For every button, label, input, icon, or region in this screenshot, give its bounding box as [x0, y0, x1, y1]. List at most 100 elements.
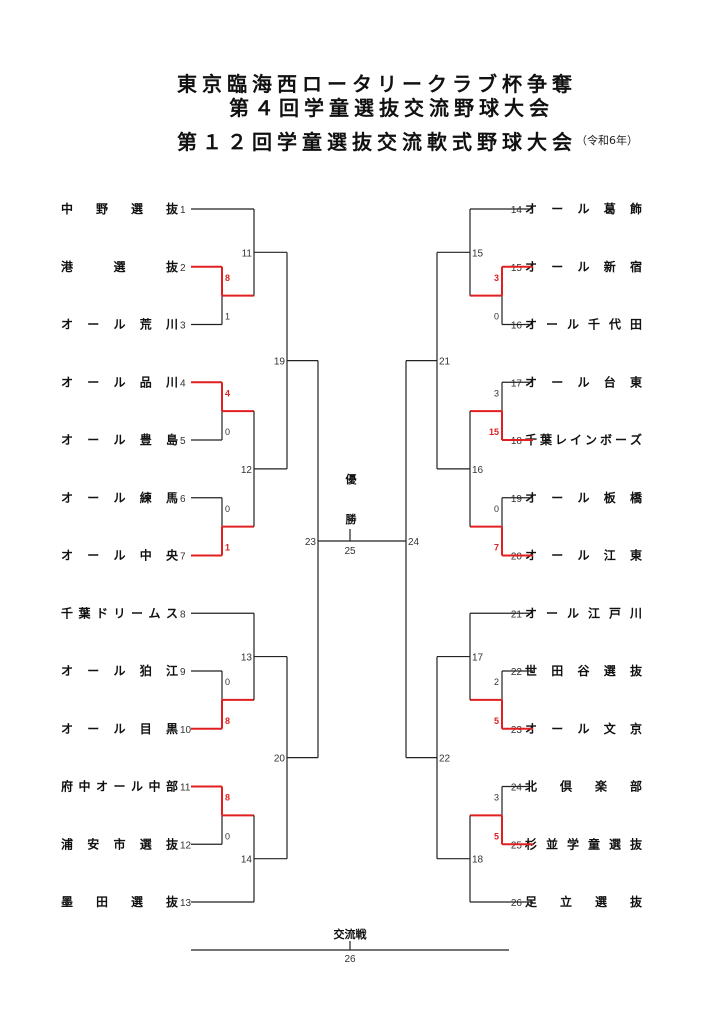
- team-name: オール目黒: [61, 722, 178, 736]
- team-name-char: 中: [148, 779, 160, 794]
- team-name-char: レ: [555, 433, 567, 447]
- winning-score: 4: [225, 388, 230, 398]
- winning-score: 5: [494, 716, 499, 726]
- team-name-char: 選: [140, 837, 152, 851]
- match-number: 20: [274, 754, 286, 765]
- team-name-char: ル: [577, 202, 589, 216]
- losing-score: 3: [494, 388, 499, 398]
- team-name-char: オ: [61, 664, 73, 678]
- team-name-char: ー: [551, 260, 563, 274]
- team-seed-number: 7: [180, 552, 186, 563]
- team-name-char: ー: [87, 433, 99, 447]
- team-name-char: 学: [567, 836, 579, 851]
- team-seed-number: 23: [511, 725, 523, 736]
- team-seed-number: 12: [180, 840, 192, 851]
- team-name-char: 川: [629, 606, 642, 620]
- team-name-char: 豊: [140, 432, 152, 447]
- losing-score: 3: [494, 793, 499, 803]
- team-seed-number: 5: [180, 436, 186, 447]
- team-name: 中野選抜: [61, 201, 179, 216]
- team-name: オール中央: [61, 548, 179, 563]
- team-name-char: ー: [551, 375, 563, 389]
- team-name-char: 抜: [166, 894, 179, 909]
- team-name-char: オ: [61, 722, 73, 736]
- team-name-char: ー: [87, 664, 99, 678]
- team-name-char: ル: [577, 491, 589, 505]
- team-name-char: 葉: [539, 432, 553, 447]
- team-name: 港選抜: [61, 259, 179, 274]
- match-number: 14: [241, 855, 253, 866]
- team-name-char: 葉: [77, 605, 91, 620]
- team-name-char: ル: [113, 433, 125, 447]
- losing-score: 0: [225, 677, 230, 687]
- team-name-char: ル: [113, 664, 125, 678]
- team-name-char: 谷: [577, 663, 590, 678]
- team-name-char: 狛: [139, 663, 152, 678]
- team-name-char: 練: [140, 490, 152, 505]
- team-name-char: ー: [87, 549, 99, 563]
- team-name: オール豊島: [61, 432, 178, 447]
- team-name-char: 選: [131, 895, 143, 909]
- team-name: オール狛江: [61, 663, 178, 678]
- winning-score: 8: [225, 273, 230, 283]
- match-number: 23: [305, 537, 317, 548]
- team-name-char: 千: [61, 605, 73, 620]
- team-name: オール千代田: [525, 317, 642, 332]
- match-number: 21: [439, 357, 451, 368]
- team-seed-number: 6: [180, 494, 186, 505]
- team-seed-number: 22: [511, 667, 523, 678]
- team-name-char: ー: [87, 318, 99, 332]
- team-name-char: 並: [546, 836, 558, 851]
- team-name-char: 文: [604, 721, 617, 736]
- team-name-char: 中: [78, 779, 90, 794]
- losing-score: 0: [494, 504, 499, 514]
- team-name-char: 江: [166, 663, 178, 678]
- team-name-char: 飾: [630, 201, 642, 216]
- team-name-char: ル: [131, 780, 143, 794]
- match-number: 12: [241, 465, 253, 476]
- team-name-char: ン: [585, 433, 597, 447]
- team-name: オール荒川: [61, 317, 178, 332]
- team-name-char: 抜: [630, 663, 643, 678]
- team-name-char: 田: [551, 664, 563, 678]
- team-name: 墨田選抜: [61, 894, 179, 909]
- team-name: オール新宿: [525, 259, 642, 274]
- team-name-char: ボ: [600, 432, 612, 447]
- team-seed-number: 9: [180, 667, 186, 678]
- team-name-char: ル: [113, 491, 125, 505]
- team-name-char: 川: [165, 375, 178, 389]
- team-name-char: 宿: [630, 259, 642, 274]
- team-name-char: 立: [560, 894, 572, 909]
- exchange-label: 交流戦: [334, 927, 368, 941]
- team-name-char: 安: [87, 836, 99, 851]
- team-name: 千葉ドリームス: [61, 605, 178, 620]
- winning-score: 15: [489, 427, 499, 437]
- era-label: （令和6年）: [576, 134, 638, 147]
- team-name-char: ー: [546, 318, 558, 332]
- team-name-char: 板: [604, 490, 617, 505]
- team-name-char: 墨: [61, 895, 73, 909]
- team-name-char: ー: [615, 433, 627, 447]
- team-name-char: 田: [96, 895, 108, 909]
- team-name: オール板橋: [525, 490, 643, 505]
- team-name-char: ー: [113, 780, 125, 794]
- team-name-char: ド: [96, 606, 108, 620]
- team-name-char: ル: [567, 606, 579, 620]
- team-name: オール文京: [525, 721, 642, 736]
- winning-score: 5: [494, 831, 499, 841]
- match-number: 24: [408, 537, 420, 548]
- team-name-char: ル: [577, 722, 589, 736]
- team-name: オール台東: [525, 374, 642, 389]
- match-number: 17: [472, 653, 484, 664]
- team-name-char: 荒: [139, 317, 152, 332]
- team-name: 世田谷選抜: [525, 663, 643, 678]
- team-name-char: 府: [61, 779, 73, 794]
- team-name: 北倶楽部: [525, 779, 642, 794]
- team-name: オール葛飾: [525, 201, 642, 216]
- team-name-char: 東: [630, 548, 642, 563]
- team-name-char: 抜: [166, 836, 179, 851]
- team-name-char: ル: [567, 318, 579, 332]
- team-name-char: ル: [577, 375, 589, 389]
- team-name-char: 童: [588, 836, 600, 851]
- team-name-char: 目: [140, 722, 152, 736]
